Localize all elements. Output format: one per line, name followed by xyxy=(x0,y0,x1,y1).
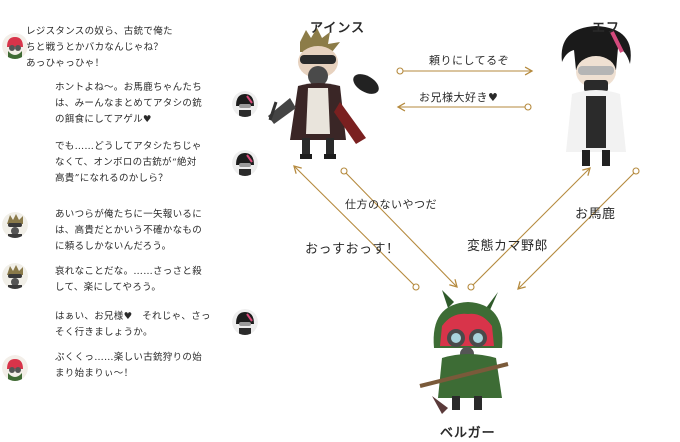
arrow-eins-to-belgar-origin xyxy=(340,167,348,175)
belgar-avatar-icon xyxy=(2,355,28,381)
eins-avatar-icon xyxy=(2,263,28,289)
f-avatar-icon xyxy=(232,150,258,176)
chat-text: 哀れなことだな。……さっさと殺して、楽にしてやろう。 xyxy=(55,266,203,293)
f-avatar-icon xyxy=(232,309,258,335)
chat-text: あいつらが俺たちに一矢報いるには、高貴だとかいう不確かなものに頼るしかないんだろ… xyxy=(55,209,203,252)
character-name-f: エフ xyxy=(592,21,621,36)
eins-figure-icon xyxy=(268,28,379,159)
chat-text: ホントよね〜。お馬鹿ちゃんたちは、みーんなまとめてアタシの銃の餌食にしてアゲル♥ xyxy=(55,82,203,125)
arrow-f-to-belgar xyxy=(517,170,637,290)
f-avatar-icon xyxy=(232,91,258,117)
arrow-f-to-eins-origin xyxy=(524,103,532,111)
character-name-eins: アインス xyxy=(310,21,366,36)
chat-text: でも……どうしてアタシたちじゃなくて、オンボロの古銃が“絶対高貴”になれるのかし… xyxy=(55,141,202,184)
arrow-belgar-to-eins xyxy=(293,165,417,288)
arrow-belgar-to-eins-origin xyxy=(412,283,420,291)
relation-label-belgar-to-eins: おっすおっす！ xyxy=(305,242,400,257)
relation-label-f-to-eins: お兄様大好き♥ xyxy=(419,91,499,104)
belgar-figure-icon xyxy=(419,290,509,414)
relation-label-eins-to-f: 頼りにしてるぞ xyxy=(429,54,510,67)
arrow-belgar-to-f xyxy=(470,167,591,288)
eins-avatar-icon xyxy=(2,212,28,238)
relation-label-f-to-belgar: お馬鹿 xyxy=(575,207,616,222)
arrow-f-to-belgar-origin xyxy=(632,167,640,175)
relation-label-eins-to-belgar: 仕方のないやつだ xyxy=(345,198,437,211)
chat-text: ぷくくっ……楽しい古銃狩りの始まり始まりぃ〜！ xyxy=(55,352,203,379)
character-name-belgar: ベルガー xyxy=(440,426,496,441)
arrow-belgar-to-f-origin xyxy=(467,283,475,291)
chat-text: はぁい、お兄様♥ それじゃ、さっそく行きましょうか。 xyxy=(55,311,211,338)
arrow-eins-to-belgar xyxy=(343,170,458,288)
belgar-avatar-icon xyxy=(2,33,28,59)
f-figure-icon xyxy=(561,26,631,166)
relation-label-belgar-to-f: 変態カマ野郎 xyxy=(467,239,549,254)
chat-text: レジスタンスの奴ら、古銃で俺たちと戦うとかバカなんじゃね？あっひゃっひゃ！ xyxy=(26,26,173,69)
arrow-eins-to-f-origin xyxy=(396,67,404,75)
